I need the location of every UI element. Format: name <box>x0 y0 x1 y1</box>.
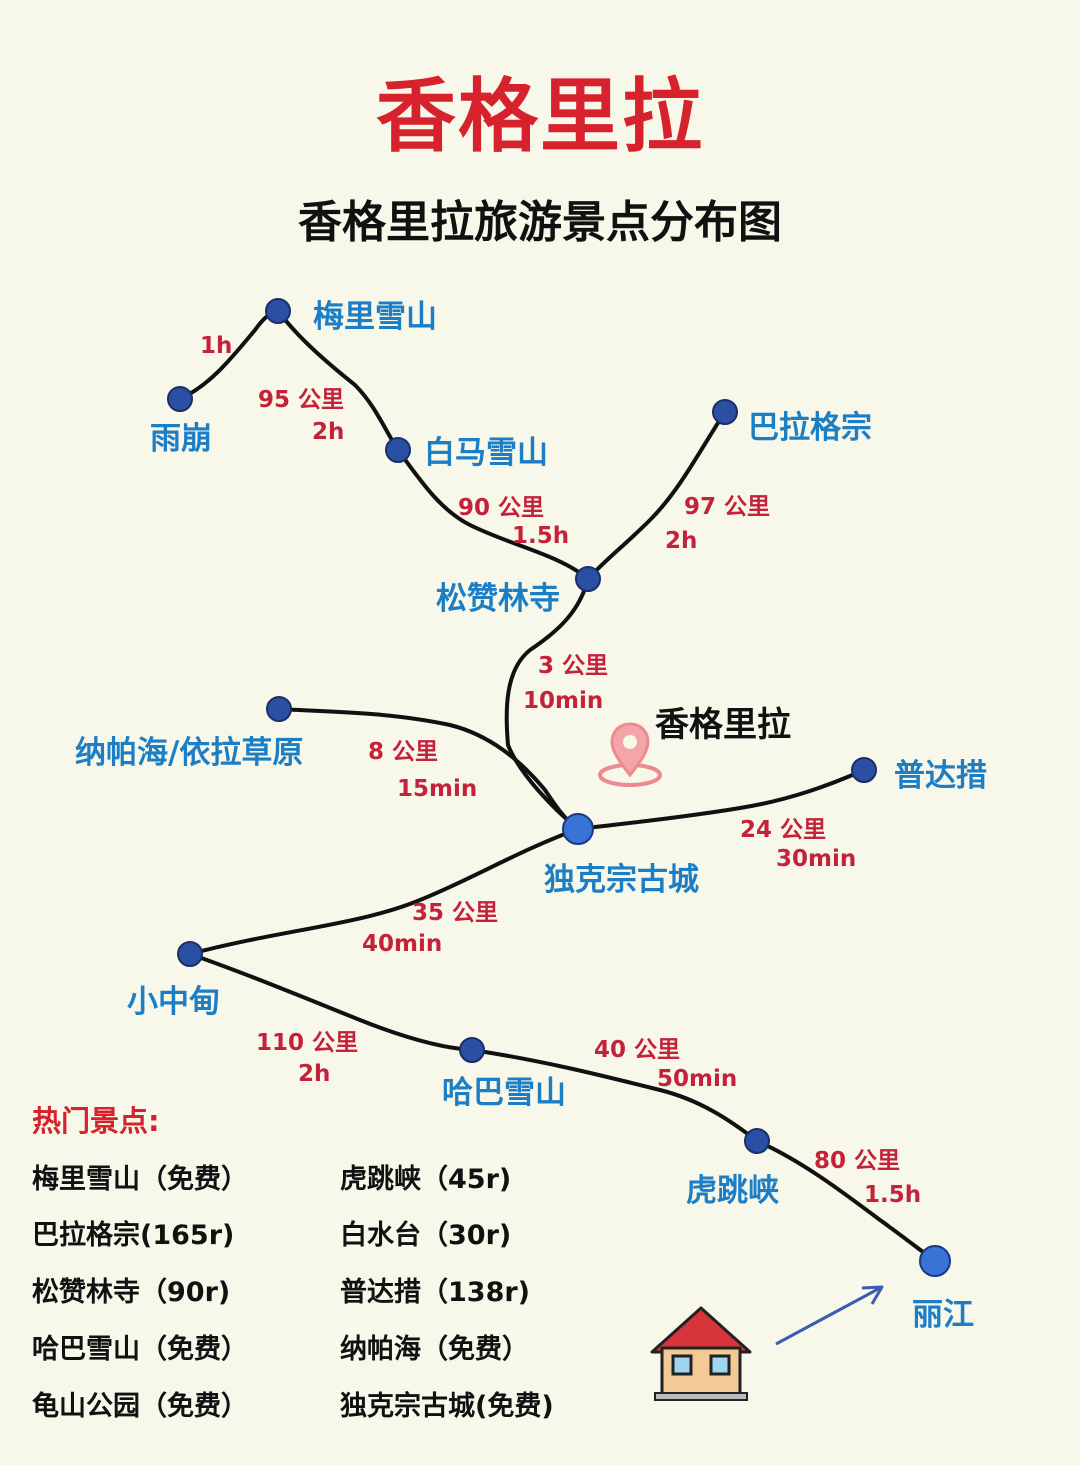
route-meili-baima <box>276 309 400 452</box>
time-dukezong-xiaozhongdian: 40min <box>362 931 442 957</box>
node-xiaozhongdian <box>177 941 203 967</box>
route-haba-hutiaoxia <box>470 1048 759 1143</box>
distance-baima-songzanlin: 90 公里 <box>458 495 544 521</box>
route-hutiaoxia-lijiang <box>755 1139 937 1263</box>
route-baima-songzanlin <box>396 448 590 581</box>
distance-haba-hutiaoxia: 40 公里 <box>594 1037 680 1063</box>
house-icon <box>650 1306 752 1401</box>
distance-balagezong-songzanlin: 97 公里 <box>684 494 770 520</box>
location-pin-icon <box>598 722 662 787</box>
time-hutiaoxia-lijiang: 1.5h <box>864 1182 921 1208</box>
label-yubeng: 雨崩 <box>150 421 212 457</box>
node-pudacuo <box>851 757 877 783</box>
popular-item: 松赞林寺（90r) <box>32 1277 231 1308</box>
time-baima-songzanlin: 1.5h <box>512 523 569 549</box>
time-meili-baima: 2h <box>312 419 344 445</box>
distance-xiaozhongdian-haba: 110 公里 <box>256 1030 358 1056</box>
label-lijiang: 丽江 <box>912 1297 974 1333</box>
label-songzanlin: 松赞林寺 <box>436 581 560 617</box>
node-baima <box>385 437 411 463</box>
route-pudacuo-dukezong <box>576 768 866 831</box>
node-hutiaoxia <box>744 1128 770 1154</box>
popular-item: 普达措（138r) <box>340 1277 531 1308</box>
distance-pudacuo-dukezong: 24 公里 <box>740 817 826 843</box>
node-yubeng <box>167 386 193 412</box>
label-napahai: 纳帕海/依拉草原 <box>75 735 303 771</box>
label-hutiaoxia: 虎跳峡 <box>686 1173 779 1209</box>
node-balagezong <box>712 399 738 425</box>
node-haba <box>459 1037 485 1063</box>
arrow-icon <box>775 1285 884 1346</box>
label-pudacuo: 普达措 <box>894 758 987 794</box>
label-balagezong: 巴拉格宗 <box>748 410 872 446</box>
distance-meili-baima: 95 公里 <box>258 387 344 413</box>
label-meili: 梅里雪山 <box>313 299 437 335</box>
route-balagezong-songzanlin <box>586 410 727 581</box>
node-meili <box>265 298 291 324</box>
popular-item: 哈巴雪山（免费） <box>32 1334 248 1365</box>
popular-item: 巴拉格宗(165r) <box>32 1220 235 1251</box>
label-haba: 哈巴雪山 <box>442 1075 566 1111</box>
popular-title: 热门景点: <box>32 1104 160 1138</box>
distance-songzanlin-dukezong: 3 公里 <box>538 653 608 679</box>
popular-item: 虎跳峡（45r) <box>340 1164 512 1195</box>
label-shangrila-city: 香格里拉 <box>655 705 791 745</box>
time-haba-hutiaoxia: 50min <box>657 1066 737 1092</box>
route-napahai-dukezong <box>277 707 580 831</box>
label-xiaozhongdian: 小中甸 <box>127 984 220 1020</box>
route-songzanlin-dukezong <box>504 577 590 831</box>
page-title: 香格里拉 <box>376 70 704 163</box>
node-lijiang <box>919 1245 951 1277</box>
distance-napahai-dukezong: 8 公里 <box>368 739 438 765</box>
time-pudacuo-dukezong: 30min <box>776 846 856 872</box>
distance-hutiaoxia-lijiang: 80 公里 <box>814 1148 900 1174</box>
popular-item: 龟山公园（免费） <box>32 1391 248 1422</box>
time-balagezong-songzanlin: 2h <box>665 528 697 554</box>
node-dukezong <box>562 813 594 845</box>
distance-dukezong-xiaozhongdian: 35 公里 <box>412 900 498 926</box>
popular-item: 独克宗古城(免费) <box>340 1391 554 1422</box>
route-xiaozhongdian-haba <box>188 952 474 1052</box>
popular-item: 纳帕海（免费） <box>340 1334 529 1365</box>
label-dukezong: 独克宗古城 <box>544 862 699 898</box>
time-napahai-dukezong: 15min <box>397 776 477 802</box>
time-xiaozhongdian-haba: 2h <box>298 1061 330 1087</box>
popular-item: 梅里雪山（免费） <box>32 1164 248 1195</box>
label-baima: 白马雪山 <box>424 435 548 471</box>
popular-item: 白水台（30r) <box>340 1220 512 1251</box>
time-yubeng-meili: 1h <box>200 333 232 359</box>
route-dukezong-xiaozhongdian <box>188 827 580 956</box>
node-napahai <box>266 696 292 722</box>
time-songzanlin-dukezong: 10min <box>523 688 603 714</box>
map-subtitle: 香格里拉旅游景点分布图 <box>298 197 782 248</box>
node-songzanlin <box>575 566 601 592</box>
